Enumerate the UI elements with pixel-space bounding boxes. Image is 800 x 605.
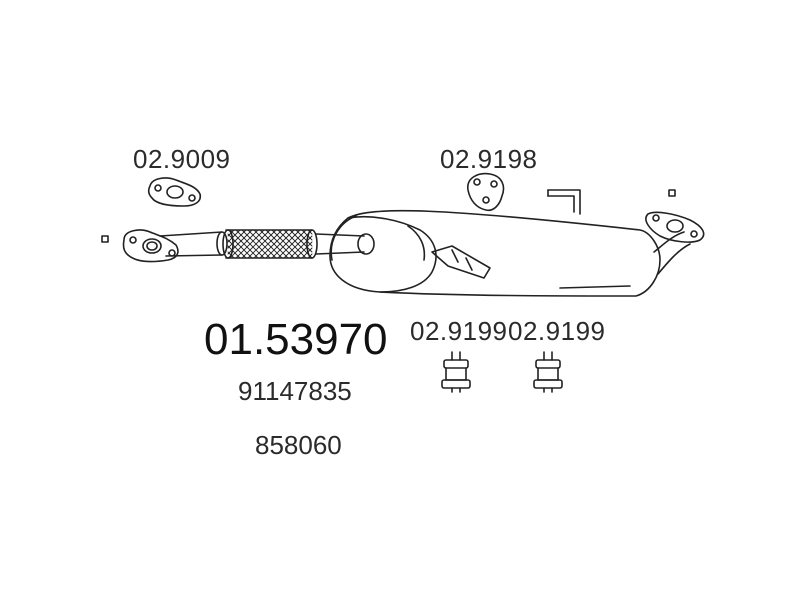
braid-line bbox=[265, 229, 295, 259]
braid-line bbox=[289, 229, 313, 253]
braid-line bbox=[289, 235, 313, 259]
mount-1-shape bbox=[441, 351, 471, 393]
braid-line bbox=[227, 233, 253, 259]
muffler-bracket bbox=[431, 245, 491, 279]
front-pipe bbox=[159, 231, 228, 257]
braid-line bbox=[301, 247, 313, 259]
inlet-flange bbox=[122, 229, 179, 263]
braid-line bbox=[307, 253, 313, 259]
mount-1-part-number: 02.9199 bbox=[410, 316, 508, 346]
braid-line bbox=[295, 229, 313, 247]
outlet-flange bbox=[645, 211, 705, 243]
rear-end-marker bbox=[668, 189, 676, 197]
tail-pipe bbox=[653, 231, 691, 275]
braid-line bbox=[229, 229, 259, 259]
gasket-front-shape bbox=[147, 177, 202, 207]
gasket-rear-part-number: 02.9198 bbox=[440, 144, 538, 174]
braid-line bbox=[307, 229, 313, 235]
braid-line bbox=[241, 229, 271, 259]
rear-muffler bbox=[329, 209, 661, 297]
braid-line bbox=[247, 229, 277, 259]
mount-2-part-number: 02.9199 bbox=[508, 316, 606, 346]
braid-line bbox=[253, 229, 283, 259]
braid-line bbox=[295, 241, 313, 259]
mount-2-shape bbox=[533, 351, 563, 393]
flex-pipe bbox=[222, 229, 318, 259]
hanger-rod bbox=[547, 189, 581, 215]
braid-line bbox=[227, 229, 247, 249]
braid-line bbox=[301, 229, 313, 241]
braid-line bbox=[283, 229, 313, 259]
front-end-marker bbox=[101, 235, 109, 243]
gasket-front-part-number: 02.9009 bbox=[133, 144, 231, 174]
gasket-rear-shape bbox=[467, 172, 505, 212]
braid-line bbox=[277, 229, 307, 259]
braid-line bbox=[227, 229, 253, 255]
braid-line bbox=[235, 229, 265, 259]
main-part-number: 01.53970 bbox=[204, 315, 388, 364]
braid-line bbox=[259, 229, 289, 259]
oem-reference-1: 91147835 bbox=[238, 376, 352, 406]
mid-pipe bbox=[315, 233, 375, 255]
braid-line bbox=[271, 229, 301, 259]
oem-reference-2: 858060 bbox=[255, 430, 342, 460]
braid-line bbox=[227, 239, 247, 259]
